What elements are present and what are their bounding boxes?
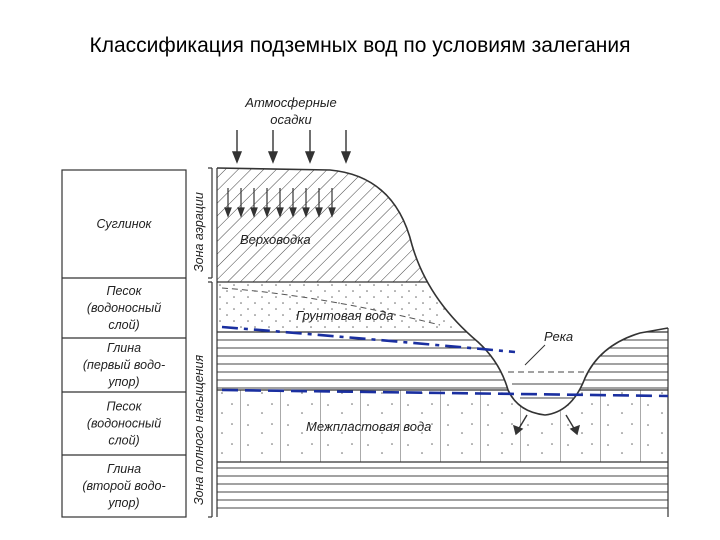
strata-label: (водоносный [87,301,161,315]
slide-title: Классификация подземных вод по условиям … [89,34,631,57]
atmosphere-label-line1: Атмосферные [244,95,336,110]
infiltration-arrows [224,188,336,218]
strata-label: слой) [108,318,139,332]
strata-label: упор) [107,496,139,510]
strata-label: (водоносный [87,417,161,431]
interstratal-water-label: Межпластовая вода [306,419,431,434]
strata-label: Песок [107,284,143,298]
zone-brackets [208,167,213,518]
spring-arrows [512,414,581,436]
atmosphere-label-line2: осадки [270,112,312,127]
strata-label: (первый водо- [83,358,165,372]
strata-label: Суглинок [97,217,153,231]
strata-label: слой) [108,434,139,448]
strata-label: Глина [107,341,141,355]
groundwater-table-line [221,325,516,354]
river-label: Река [544,329,573,344]
strata-label: Песок [107,400,143,414]
zone-aeration-label: Зона аэрации [192,192,206,272]
perched-water-lens [221,287,441,326]
zone-saturation-label: Зона полного насыщения [192,354,206,505]
river [508,371,586,399]
groundwater-label: Грунтовая вода [296,308,393,323]
strata-label: упор) [107,375,139,389]
interstratal-water-line [221,388,669,398]
strata-label: Глина [107,462,141,476]
precipitation-arrows [231,130,352,164]
perched-water-label: Верховодка [240,232,311,247]
strata-label: (второй водо- [82,479,165,493]
ground-layers [217,168,668,515]
strata-column [61,169,187,518]
ground-surface [216,167,669,416]
